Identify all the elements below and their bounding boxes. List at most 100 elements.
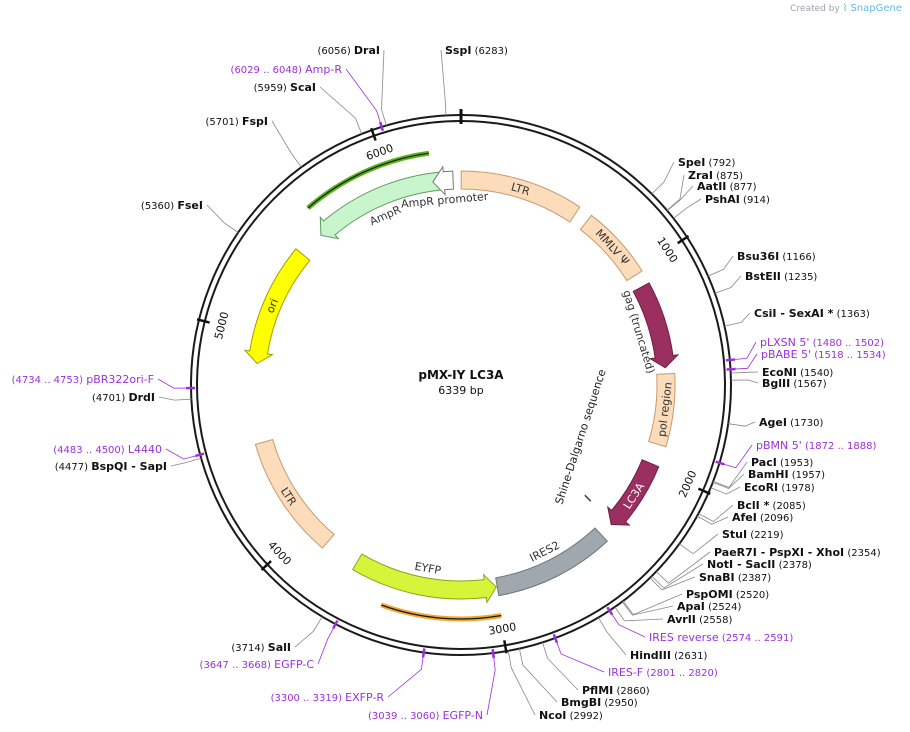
enzyme-label[interactable]: EcoRI (1978) <box>744 481 815 494</box>
feature-ires2[interactable] <box>495 527 609 597</box>
enzyme-label[interactable]: (5959) ScaI <box>254 81 316 94</box>
enzyme-label[interactable]: SspI (6283) <box>445 44 508 57</box>
enzyme-label[interactable]: (6056) DraI <box>317 44 380 57</box>
site-position: (4483 .. 4500) <box>53 445 125 456</box>
bp-tick-label: 3000 <box>487 620 517 637</box>
site-position: (2801 .. 2820) <box>646 668 718 679</box>
leader-line <box>271 120 302 168</box>
feature-ltr[interactable] <box>254 438 335 549</box>
site-name: ZraI <box>688 169 713 182</box>
snapgene-credit: Created by ⌇ SnapGene <box>790 3 902 14</box>
leader-line <box>724 312 751 327</box>
enzyme-label[interactable]: (5360) FseI <box>141 199 203 212</box>
enzyme-label[interactable]: ZraI (875) <box>688 169 743 182</box>
leader-line <box>621 601 674 616</box>
feature-mmlv-[interactable] <box>579 214 643 282</box>
site-position: (1953) <box>780 458 813 469</box>
enzyme-label[interactable]: AatII (877) <box>697 180 757 193</box>
sd-marker <box>584 494 592 502</box>
feature-pol-region[interactable] <box>648 372 676 448</box>
site-name: SnaBI <box>699 571 735 584</box>
enzyme-label[interactable]: SpeI (792) <box>678 156 736 169</box>
primer-label[interactable]: (4734 .. 4753) pBR322ori-F <box>12 373 154 386</box>
feature-ampr[interactable] <box>319 171 445 240</box>
primer-label[interactable]: pBMN 5' (1872 .. 1888) <box>756 439 876 452</box>
feature-ampr-promoter[interactable] <box>432 165 454 197</box>
enzyme-label[interactable]: HindIII (2631) <box>630 649 708 662</box>
feature-gag-truncated-[interactable] <box>632 282 680 369</box>
leader-line <box>158 396 192 401</box>
feature-label: LTR <box>509 180 531 198</box>
leader-line <box>714 275 742 294</box>
site-position: (877) <box>730 182 757 193</box>
leader-line <box>729 341 757 361</box>
primer-label[interactable]: (6029 .. 6048) Amp-R <box>231 63 343 76</box>
site-position: (6283) <box>475 46 508 57</box>
primer-label[interactable]: (3647 .. 3668) EGFP-C <box>200 658 315 671</box>
leader-line <box>728 421 756 427</box>
feature-lc3a[interactable] <box>607 459 660 526</box>
enzyme-label[interactable]: BmgBI (2950) <box>561 696 638 709</box>
leader-line <box>649 576 696 591</box>
enzyme-label[interactable]: SnaBI (2387) <box>699 571 771 584</box>
bp-tick <box>260 560 272 571</box>
enzyme-label[interactable]: AvrII (2558) <box>667 613 732 626</box>
feature-label: EYFP <box>414 560 443 578</box>
site-name: DraI <box>354 44 380 57</box>
enzyme-label[interactable]: ApaI (2524) <box>677 600 741 613</box>
enzyme-label[interactable]: (5701) FspI <box>206 115 268 128</box>
site-name: EcoRI <box>744 481 778 494</box>
leader-line <box>381 49 387 126</box>
primer-label[interactable]: pBABE 5' (1518 .. 1534) <box>761 348 886 361</box>
enzyme-label[interactable]: AgeI (1730) <box>759 416 823 429</box>
enzyme-label[interactable]: (4701) DrdI <box>92 391 155 404</box>
primer-label[interactable]: (3039 .. 3060) EGFP-N <box>368 709 483 722</box>
leader-line <box>554 637 605 673</box>
leader-line <box>712 473 745 489</box>
site-name: Bsu36I <box>737 250 779 263</box>
site-name: pBMN 5' <box>756 439 802 452</box>
primer-site-mark <box>378 121 385 132</box>
leader-line <box>696 515 729 525</box>
primer-label[interactable]: IRES reverse (2574 .. 2591) <box>649 631 793 644</box>
site-position: (2387) <box>738 573 771 584</box>
feature-eyfp[interactable] <box>351 553 497 604</box>
enzyme-label[interactable]: NcoI (2992) <box>539 709 603 722</box>
site-name: Amp-R <box>305 63 342 76</box>
enzyme-label[interactable]: BstEII (1235) <box>745 270 817 283</box>
site-position: (2096) <box>760 513 793 524</box>
enzyme-label[interactable]: BclI * (2085) <box>737 499 806 512</box>
enzyme-label[interactable]: PflMI (2860) <box>582 684 650 697</box>
enzyme-label[interactable]: BamHI (1957) <box>748 468 825 481</box>
feature-ltr[interactable] <box>460 170 581 223</box>
site-position: (4701) <box>92 393 125 404</box>
enzyme-label[interactable]: PaeR7I - PspXI - XhoI (2354) <box>714 546 881 559</box>
enzyme-label[interactable]: PspOMI (2520) <box>686 588 769 601</box>
primer-label[interactable]: pLXSN 5' (1480 .. 1502) <box>760 336 884 349</box>
site-position: (1540) <box>800 368 833 379</box>
enzyme-label[interactable]: BglII (1567) <box>762 377 827 390</box>
leader-line <box>165 448 201 460</box>
enzyme-label[interactable]: CsiI - SexAI * (1363) <box>754 307 870 320</box>
primer-site-mark <box>715 460 725 466</box>
feature-ori[interactable] <box>243 248 311 365</box>
enzyme-label[interactable]: (4477) BspQI - SapI <box>55 460 167 473</box>
plasmid-size: 6339 bp <box>438 384 483 397</box>
enzyme-label[interactable]: Bsu36I (1166) <box>737 250 816 263</box>
enzyme-label[interactable]: PshAI (914) <box>705 193 770 206</box>
bp-tick-label: 2000 <box>676 469 699 500</box>
enzyme-label[interactable]: AfeI (2096) <box>732 511 793 524</box>
enzyme-label[interactable]: (3714) SalI <box>231 641 291 654</box>
primer-label[interactable]: (4483 .. 4500) L4440 <box>53 443 162 456</box>
site-position: (5360) <box>141 201 174 212</box>
primer-label[interactable]: IRES-F (2801 .. 2820) <box>608 666 718 679</box>
primer-label[interactable]: (3300 .. 3319) EXFP-R <box>271 691 385 704</box>
enzyme-label[interactable]: StuI (2219) <box>722 528 784 541</box>
site-position: (1235) <box>784 272 817 283</box>
enzyme-label[interactable]: PacI (1953) <box>751 456 813 469</box>
site-name: FspI <box>242 115 268 128</box>
primer-site-mark <box>725 358 735 362</box>
enzyme-label[interactable]: NotI - SacII (2378) <box>707 558 812 571</box>
enzyme-label[interactable]: EcoNI (1540) <box>762 366 833 379</box>
